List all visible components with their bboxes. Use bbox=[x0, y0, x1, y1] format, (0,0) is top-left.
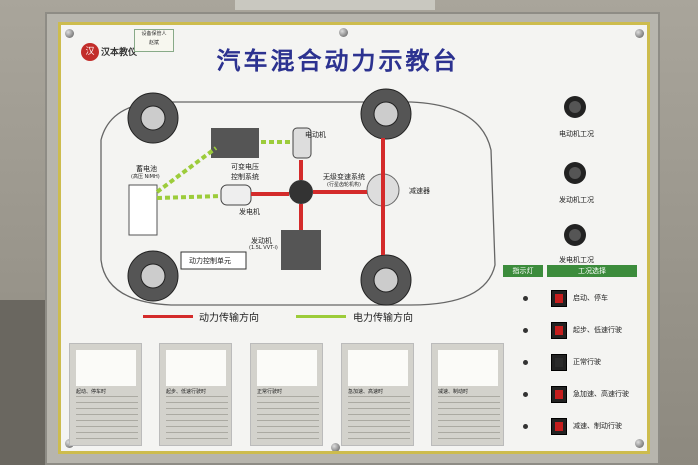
hybrid-diagram: 电动机 可变电压 控制系统 蓄电池 (高压 NiMH) 无级变速系统 (行星齿轮… bbox=[81, 80, 521, 330]
power-control-box bbox=[180, 251, 247, 270]
card-title: 起动、停车时 bbox=[76, 389, 107, 395]
top-sign bbox=[235, 0, 435, 10]
power-legend-text: 动力传输方向 bbox=[199, 313, 259, 324]
selection-header: 工况选择 bbox=[547, 265, 637, 277]
mode-switch-start-stop[interactable] bbox=[551, 290, 567, 307]
indicator-light bbox=[523, 424, 528, 429]
card-diagram bbox=[166, 350, 226, 386]
indicator-light bbox=[523, 328, 528, 333]
wheel-rear-right bbox=[360, 254, 412, 306]
label-power-control: 动力控制单元 bbox=[189, 257, 231, 265]
card-title: 减速、制动时 bbox=[438, 389, 469, 395]
label-battery: 蓄电池 bbox=[136, 165, 157, 173]
label-engine: 发动机 bbox=[251, 237, 272, 245]
indicator-light bbox=[523, 392, 528, 397]
screw bbox=[331, 443, 340, 451]
mode-explanation-cards: 起动、停车时 起步、低速行驶时 正常行驶时 急加速、高速时 减速、制动时 bbox=[69, 343, 524, 451]
electric-legend-line bbox=[296, 315, 346, 318]
screw bbox=[339, 28, 348, 37]
motor-status-knob[interactable] bbox=[561, 93, 589, 121]
logo-text: 汉本教仪 bbox=[101, 48, 138, 58]
knob-label-motor: 电动机工况 bbox=[559, 130, 594, 138]
label-battery-sub: (高压 NiMH) bbox=[131, 174, 160, 180]
logo-icon: 汉 bbox=[81, 43, 99, 61]
power-flow-arrows bbox=[251, 138, 385, 255]
board-title: 汽车混合动力示教台 bbox=[216, 47, 460, 75]
sticker-line: 设备保管人 bbox=[141, 31, 167, 37]
mode-switch-low-speed[interactable] bbox=[551, 322, 567, 339]
custodian-sticker: 设备保管人 赵斌 bbox=[134, 29, 174, 52]
screw bbox=[65, 29, 74, 38]
explanation-card: 正常行驶时 bbox=[250, 343, 323, 446]
card-text bbox=[76, 396, 138, 442]
brand-logo: 汉 汉本教仪 bbox=[81, 43, 137, 69]
label-generator: 发电机 bbox=[239, 208, 260, 216]
label-cvt: 无级变速系统 bbox=[323, 173, 365, 181]
card-text bbox=[257, 396, 319, 442]
electric-legend-text: 电力传输方向 bbox=[353, 313, 413, 324]
wheel-front-right bbox=[360, 88, 412, 140]
explanation-card: 急加速、高速时 bbox=[341, 343, 414, 446]
left-cabinet bbox=[0, 300, 48, 465]
card-diagram bbox=[438, 350, 498, 386]
sticker-line: 赵斌 bbox=[148, 40, 159, 46]
variable-voltage-unit bbox=[211, 128, 259, 158]
diagram-svg bbox=[100, 88, 496, 306]
generator bbox=[220, 184, 252, 206]
mode-label: 启动、停车 bbox=[573, 294, 608, 302]
card-diagram bbox=[257, 350, 317, 386]
card-title: 起步、低速行驶时 bbox=[166, 389, 207, 395]
indicator-light bbox=[523, 360, 528, 365]
indicator-header: 指示灯 bbox=[503, 265, 543, 277]
mode-switch-normal[interactable] bbox=[551, 354, 567, 371]
card-text bbox=[348, 396, 410, 442]
card-diagram bbox=[76, 350, 136, 386]
electric-flow-arrows bbox=[155, 140, 291, 200]
card-text bbox=[166, 396, 228, 442]
battery-pack bbox=[128, 184, 158, 236]
mode-row: 起步、低速行驶 bbox=[501, 321, 641, 341]
mode-switch-braking[interactable] bbox=[551, 418, 567, 435]
card-text bbox=[438, 396, 500, 442]
mode-row: 急加速、高速行驶 bbox=[501, 385, 641, 405]
knob-label-generator: 发电机工况 bbox=[559, 256, 594, 264]
engine bbox=[281, 230, 321, 270]
mode-label: 减速、制动行驶 bbox=[573, 422, 622, 430]
generator-status-knob[interactable] bbox=[561, 221, 589, 249]
cvt-gear bbox=[289, 180, 313, 204]
label-reducer: 减速器 bbox=[409, 187, 430, 195]
mode-selection-panel: 指示灯 工况选择 启动、停车 起步、低速行驶 正常行驶 急加速、高速行驶 减速、… bbox=[501, 265, 641, 445]
mode-row: 减速、制动行驶 bbox=[501, 417, 641, 437]
mode-label: 正常行驶 bbox=[573, 358, 601, 366]
engine-status-knob[interactable] bbox=[561, 159, 589, 187]
wheel-front-left bbox=[127, 92, 179, 144]
screw bbox=[635, 29, 644, 38]
label-variable-voltage: 可变电压 控制系统 bbox=[231, 163, 259, 181]
mode-switch-high-speed[interactable] bbox=[551, 386, 567, 403]
label-cvt-sub: (行星齿轮机构) bbox=[327, 182, 361, 188]
explanation-card: 起动、停车时 bbox=[69, 343, 142, 446]
card-title: 急加速、高速时 bbox=[348, 389, 384, 395]
wheel-rear-left bbox=[127, 250, 179, 302]
label-engine-sub: (1.5L VVT-i) bbox=[249, 245, 278, 251]
knob-label-engine: 发动机工况 bbox=[559, 196, 594, 204]
mode-row: 正常行驶 bbox=[501, 353, 641, 373]
demo-board: 汉 汉本教仪 设备保管人 赵斌 汽车混合动力示教台 bbox=[58, 22, 650, 454]
explanation-card: 减速、制动时 bbox=[431, 343, 504, 446]
mode-label: 起步、低速行驶 bbox=[573, 326, 622, 334]
indicator-light bbox=[523, 296, 528, 301]
mode-label: 急加速、高速行驶 bbox=[573, 390, 629, 398]
mode-row: 启动、停车 bbox=[501, 289, 641, 309]
explanation-card: 起步、低速行驶时 bbox=[159, 343, 232, 446]
power-legend-line bbox=[143, 315, 193, 318]
motor bbox=[292, 127, 312, 159]
card-title: 正常行驶时 bbox=[257, 389, 283, 395]
card-diagram bbox=[348, 350, 408, 386]
screw bbox=[635, 439, 644, 448]
label-motor: 电动机 bbox=[305, 131, 326, 139]
